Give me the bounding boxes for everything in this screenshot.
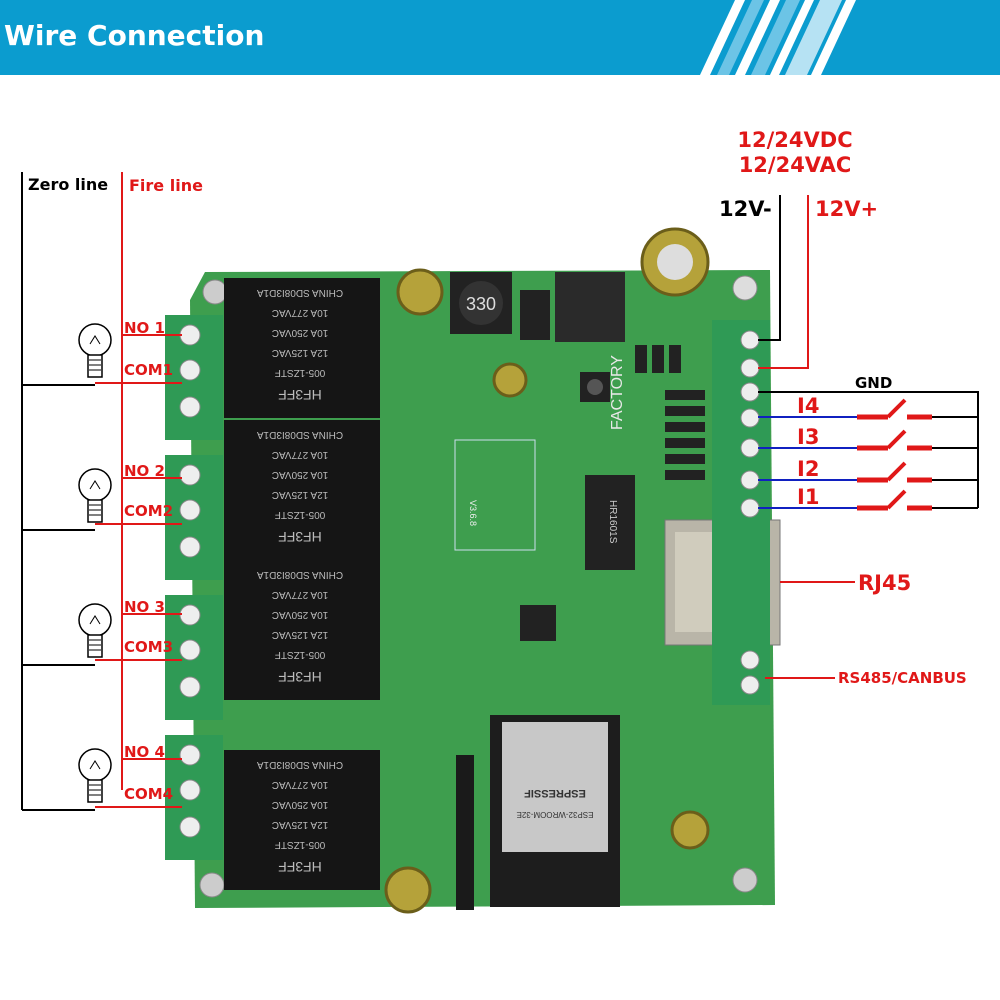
power-positive-label: 12V+ [815, 197, 878, 221]
gnd-wire [758, 391, 979, 508]
page-title: Wire Connection [4, 19, 264, 52]
light-bulb-icon [78, 323, 112, 378]
relay-text: 10A 277VAC [272, 449, 329, 460]
no-label: NO 2 [124, 462, 165, 480]
module-model: ESP32-WROOM-32E [517, 810, 594, 819]
input-label: I1 [797, 485, 819, 509]
channel-4: NO 4 COM4 [22, 743, 182, 811]
switch-icon [857, 489, 932, 511]
light-bulb-icon [78, 468, 112, 523]
relay-text: CHINA SD08I3D1A [257, 287, 343, 298]
power-ac-label: 12/24VAC [739, 153, 852, 177]
relay-text: 005-1ZSTF [275, 839, 326, 850]
light-bulb-icon [78, 603, 112, 658]
power-negative-label: 12V- [719, 197, 772, 221]
mcu-chip [520, 605, 556, 641]
positive-wire [758, 195, 809, 369]
no-label: NO 3 [124, 598, 165, 616]
relay-text: 12A 125VAC [272, 489, 329, 500]
pin-header [456, 755, 474, 910]
bus-label: RS485/CANBUS [838, 669, 967, 687]
channel-1: NO 1 COM1 [22, 319, 182, 386]
header-stripes [700, 0, 856, 75]
relay-text: 12A 125VAC [272, 819, 329, 830]
module-brand: ESPRESSIF [524, 787, 586, 799]
input-label: I2 [797, 457, 819, 481]
input-i1: I1 [758, 485, 978, 511]
relay [224, 420, 380, 560]
ethernet-chip [585, 475, 635, 570]
input-label: I3 [797, 425, 819, 449]
factory-label: FACTORY [609, 355, 626, 430]
switch-icon [857, 461, 932, 483]
relay-text: 10A 277VAC [272, 307, 329, 318]
relay-text: HF3FF [278, 387, 322, 403]
chip-label: HR1601S [607, 500, 618, 544]
relay-text: 005-1ZSTF [275, 509, 326, 520]
relay-text: 10A 250VAC [272, 327, 329, 338]
pcb-board: 330 FACTORY V3.6.8 HR1601S ESPRESSIF ESP… [165, 227, 781, 914]
relay [224, 278, 380, 418]
relay-text: HF3FF [278, 669, 322, 685]
relay-text: 12A 125VAC [272, 629, 329, 640]
com-label: COM2 [124, 502, 173, 520]
relay-text: CHINA SD08I3D1A [257, 569, 343, 580]
version-label: V3.6.8 [468, 500, 478, 526]
relay-text: 10A 250VAC [272, 609, 329, 620]
light-bulb-icon [78, 748, 112, 803]
relay-text: 12A 125VAC [272, 347, 329, 358]
mains-wiring [21, 172, 123, 810]
input-i4: I4 [758, 394, 978, 420]
regulator-chip [555, 272, 625, 342]
com-label: COM1 [124, 361, 173, 379]
relay-text: 10A 277VAC [272, 779, 329, 790]
no-label: NO 4 [124, 743, 165, 761]
gnd-label: GND [855, 374, 892, 392]
right-terminal-block [712, 320, 770, 705]
negative-wire [758, 195, 781, 341]
rj45-label: RJ45 [858, 571, 911, 595]
input-label: I4 [797, 394, 819, 418]
no-label: NO 1 [124, 319, 165, 337]
relay-text: 10A 250VAC [272, 469, 329, 480]
relay [224, 750, 380, 890]
relay [224, 560, 380, 700]
inductor-label: 330 [466, 294, 496, 314]
switch-icon [857, 429, 932, 451]
switch-icon [857, 398, 932, 420]
com-label: COM3 [124, 638, 173, 656]
power-dc-label: 12/24VDC [737, 128, 852, 152]
input-i3: I3 [758, 425, 978, 451]
channel-2: NO 2 COM2 [22, 462, 182, 531]
relay-text: 005-1ZSTF [275, 367, 326, 378]
relay-text: 10A 250VAC [272, 799, 329, 810]
relay-text: HF3FF [278, 859, 322, 875]
channel-3: NO 3 COM3 [22, 598, 182, 666]
relay-text: CHINA SD08I3D1A [257, 759, 343, 770]
relay-text: 005-1ZSTF [275, 649, 326, 660]
relay-text: 10A 277VAC [272, 589, 329, 600]
relay-text: CHINA SD08I3D1A [257, 429, 343, 440]
com-label: COM4 [124, 785, 173, 803]
input-i2: I2 [758, 457, 978, 483]
relay-text: HF3FF [278, 529, 322, 545]
zero-line-label: Zero line [28, 175, 108, 194]
fire-line-label: Fire line [129, 176, 203, 195]
